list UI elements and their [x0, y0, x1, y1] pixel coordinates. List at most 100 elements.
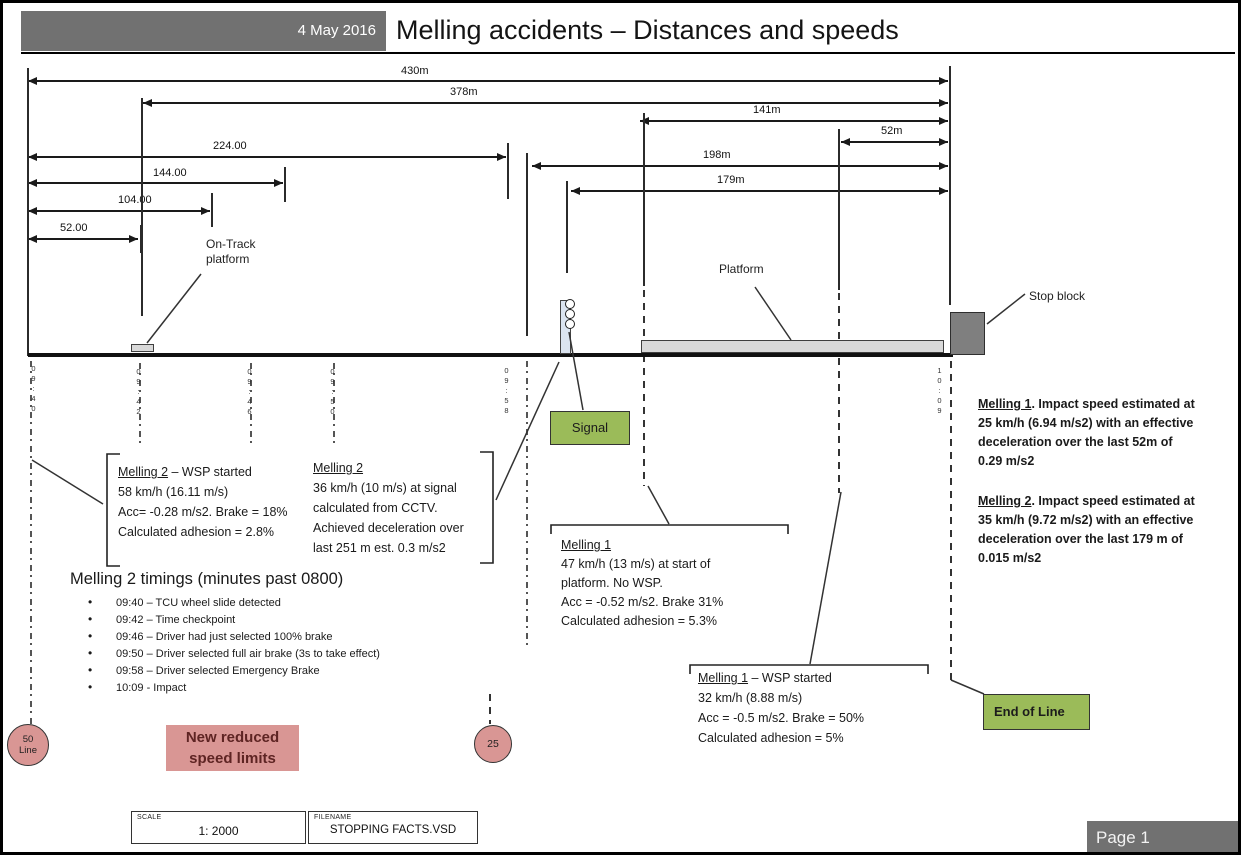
annotation-line: 36 km/h (10 m/s) at signal — [313, 481, 457, 495]
annotation-melling2-wsp: Melling 2 – WSP started 58 km/h (16.11 m… — [118, 462, 288, 542]
dim-label-52m: 52m — [879, 125, 905, 137]
header-rule — [21, 52, 1235, 54]
leader-0940-to-bracket — [31, 459, 104, 505]
ref-line-179m — [566, 181, 568, 273]
annotation-line: 0.015 m/s2 — [978, 551, 1042, 565]
filename-value: STOPPING FACTS.VSD — [329, 824, 457, 836]
timings-item: 09:42 – Time checkpoint — [88, 612, 380, 629]
timeline-0958 — [526, 361, 528, 648]
page-badge: Page 1 — [1087, 821, 1238, 852]
signal-lamp-icon — [565, 309, 575, 319]
annotation-melling2-signal: Melling 2 36 km/h (10 m/s) at signal cal… — [313, 458, 464, 558]
annotation-title: Melling 1 – WSP started — [698, 671, 832, 685]
annotation-title: Melling 2. Impact speed estimated at — [978, 494, 1195, 508]
annotation-line: 35 km/h (9.72 m/s2) with an effective — [978, 513, 1194, 527]
leader-to-melling1-wsp-bracket — [809, 491, 842, 665]
speed-limit-50-circle: 50 Line — [7, 724, 49, 766]
timings-item: 10:09 - Impact — [88, 680, 380, 697]
dim-label-224: 224.00 — [211, 140, 249, 152]
dim-arrow-430m — [28, 76, 948, 85]
speed-limit-50-word: Line — [19, 745, 37, 756]
timestamp-0950: 09:50 — [328, 367, 337, 417]
annotation-line: Acc = -0.5 m/s2. Brake = 50% — [698, 711, 865, 725]
stop-block-label: Stop block — [1029, 289, 1086, 303]
ref-line-52m — [838, 129, 840, 290]
timestamp-1009: 10:09 — [935, 366, 944, 416]
annotation-title: Melling 2 — [313, 461, 364, 475]
dashed-line-platform-start — [643, 290, 645, 486]
leader-on-track-platform — [146, 273, 202, 344]
annotation-line: 25 km/h (6.94 m/s2) with an effective — [978, 416, 1194, 430]
annotation-melling1-platform: Melling 1 47 km/h (13 m/s) at start of p… — [561, 536, 723, 631]
annotation-line: Calculated adhesion = 5.3% — [561, 614, 718, 628]
annotation-line: 47 km/h (13 m/s) at start of — [561, 557, 711, 571]
signal-lamp-icon — [565, 319, 575, 329]
timings-item: 09:40 – TCU wheel slide detected — [88, 595, 380, 612]
annotation-line: last 251 m est. 0.3 m/s2 — [313, 541, 446, 555]
new-speed-limits-box: New reduced speed limits — [166, 725, 299, 771]
ref-line-right — [949, 66, 951, 305]
dashed-line-1009 — [950, 361, 952, 680]
tick-224 — [507, 143, 509, 199]
filename-box: FILENAME STOPPING FACTS.VSD — [308, 811, 478, 844]
bracket-melling1 — [550, 524, 789, 534]
on-track-platform-label-line2: platform — [206, 252, 250, 266]
timestamp-0946: 09:46 — [245, 367, 254, 417]
timings-list: 09:40 – TCU wheel slide detected 09:42 –… — [88, 595, 380, 697]
end-of-line-sign: End of Line — [983, 694, 1090, 730]
tick-144 — [284, 167, 286, 202]
timings-item: 09:58 – Driver selected Emergency Brake — [88, 663, 380, 680]
annotation-line: Acc = -0.52 m/s2. Brake 31% — [561, 595, 724, 609]
leader-to-melling1-bracket — [647, 485, 670, 525]
timeline-0942 — [139, 363, 141, 443]
scale-label: SCALE — [137, 814, 162, 821]
signal-lamp-icon — [565, 299, 575, 309]
dim-label-430m: 430m — [399, 65, 431, 77]
annotation-line: Calculated adhesion = 5% — [698, 731, 844, 745]
signal-sign: Signal — [550, 411, 630, 445]
annotation-melling2-impact: Melling 2. Impact speed estimated at 35 … — [978, 492, 1195, 568]
dim-arrow-179m — [571, 186, 948, 195]
leader-platform — [754, 286, 792, 341]
annotation-line: deceleration over the last 52m of — [978, 435, 1173, 449]
new-speed-limits-line2: speed limits — [189, 750, 276, 767]
timings-item: 09:46 – Driver had just selected 100% br… — [88, 629, 380, 646]
annotation-melling1-impact: Melling 1. Impact speed estimated at 25 … — [978, 395, 1195, 471]
dim-label-104: 104.00 — [116, 194, 154, 206]
new-speed-limits-line1: New reduced — [185, 729, 280, 746]
annotation-line: 0.29 m/s2 — [978, 454, 1035, 468]
platform-label: Platform — [719, 262, 764, 276]
timeline-0940 — [30, 361, 32, 724]
timestamp-0942: 09:42 — [134, 367, 143, 417]
on-track-platform-label-line1: On-Track — [206, 237, 256, 251]
ref-line-198m — [526, 153, 528, 336]
annotation-line: platform. No WSP. — [561, 576, 663, 590]
station-platform — [641, 340, 944, 353]
dashed-line-52m — [838, 293, 840, 493]
annotation-line: 32 km/h (8.88 m/s) — [698, 691, 803, 705]
tick-52 — [140, 225, 143, 253]
dim-arrow-378m — [143, 98, 948, 107]
dim-arrow-141m — [640, 116, 948, 125]
filename-label: FILENAME — [314, 814, 352, 821]
dim-label-378m: 378m — [448, 86, 480, 98]
speed-limit-25-circle: 25 — [474, 725, 512, 763]
on-track-platform-label: On-Track platform — [206, 237, 256, 267]
timestamp-0940: 09:40 — [29, 364, 38, 414]
dashed-line-25-circle — [489, 694, 491, 724]
annotation-title: Melling 1 — [561, 538, 612, 552]
annotation-line: Achieved deceleration over — [313, 521, 464, 535]
dim-arrow-224 — [28, 152, 506, 161]
dim-label-198m: 198m — [701, 149, 733, 161]
scale-box: SCALE 1: 2000 — [131, 811, 306, 844]
dim-arrow-52m — [841, 137, 948, 146]
annotation-line: 58 km/h (16.11 m/s) — [118, 485, 229, 499]
annotation-line: deceleration over the last 179 m of — [978, 532, 1183, 546]
dim-arrow-104 — [28, 206, 210, 215]
page-title: Melling accidents – Distances and speeds — [396, 15, 899, 45]
annotation-line: Calculated adhesion = 2.8% — [118, 525, 275, 539]
bracket-right — [480, 451, 494, 564]
date-box: 4 May 2016 — [21, 11, 386, 51]
annotation-line: calculated from CCTV. — [313, 501, 438, 515]
